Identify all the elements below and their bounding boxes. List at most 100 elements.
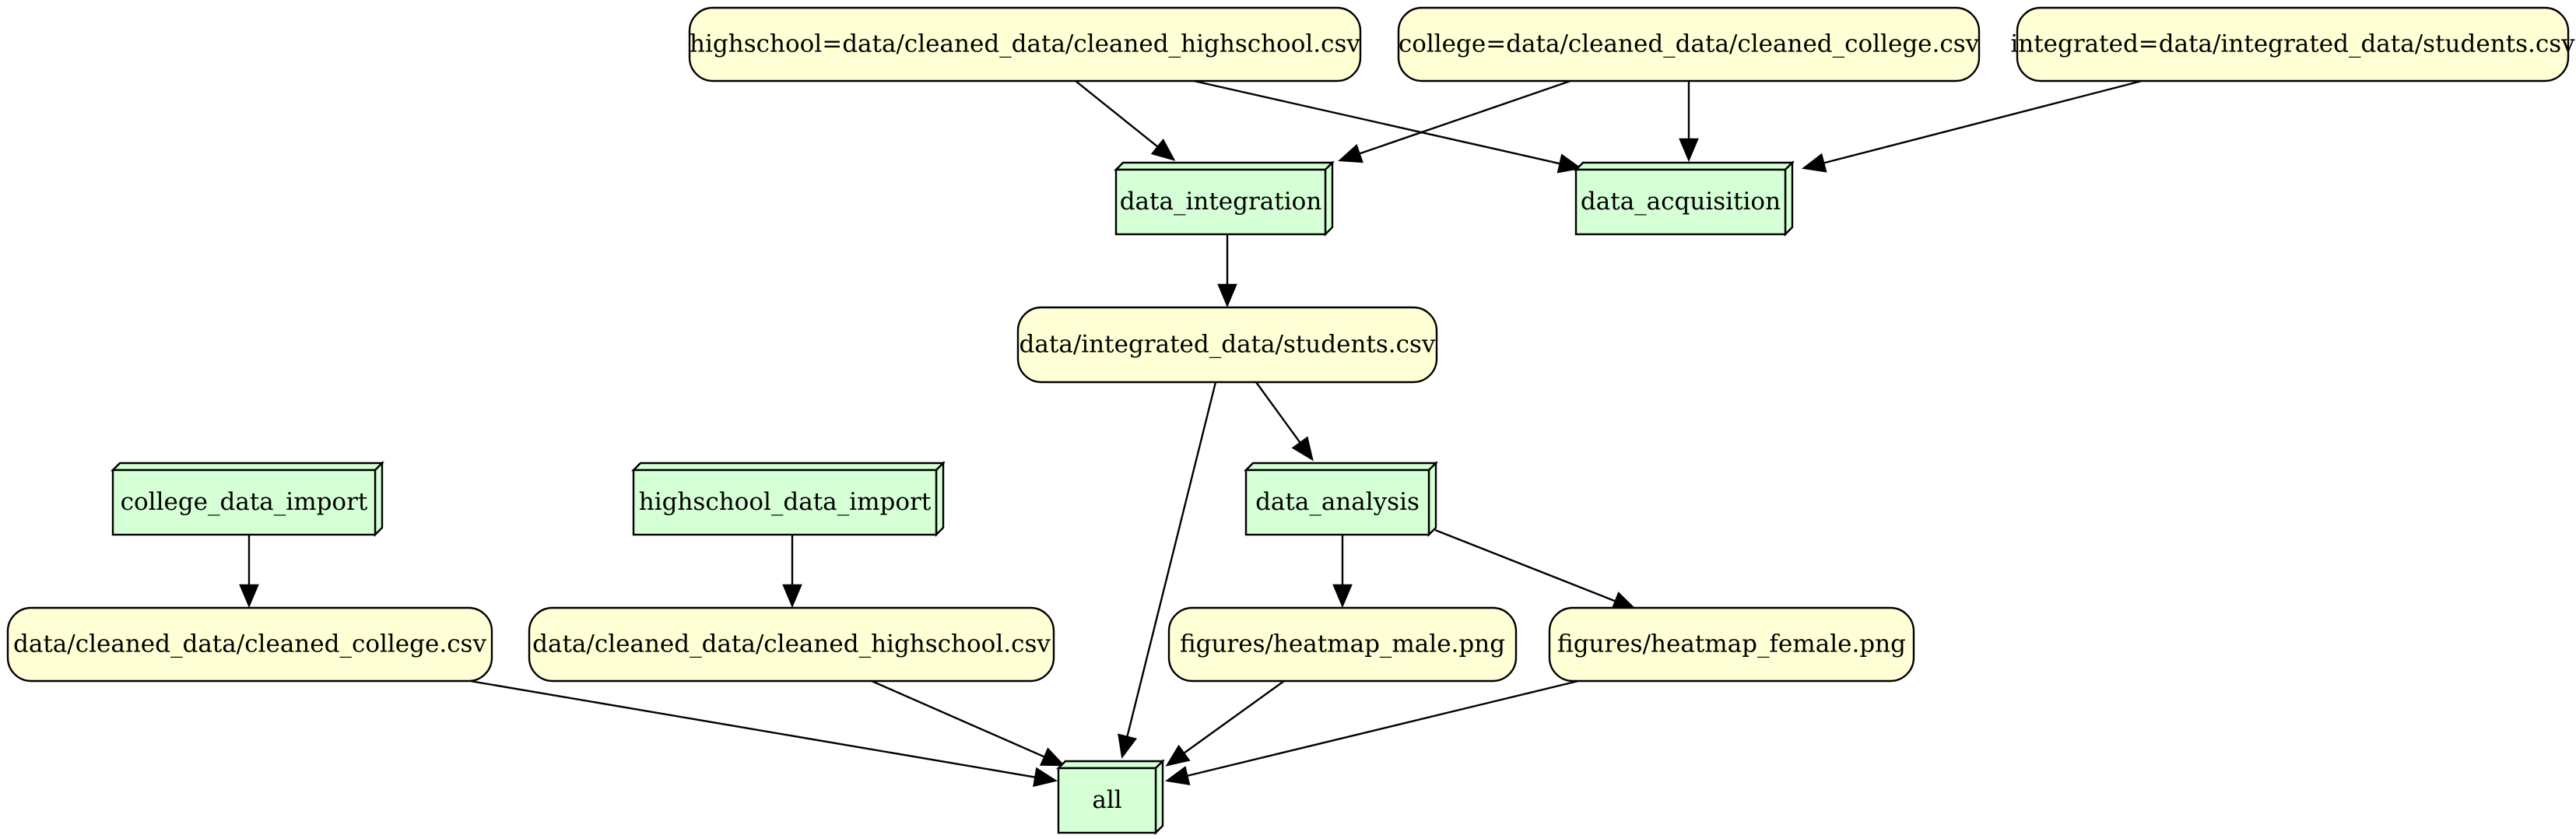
edge-line xyxy=(871,679,1045,758)
node-label: college_data_import xyxy=(121,488,368,516)
task-node-data-integration: data_integration xyxy=(1114,160,1335,237)
box-front-face xyxy=(632,469,938,536)
box-side-face xyxy=(1324,160,1334,237)
edge-line xyxy=(469,679,1036,778)
node-label: highschool=data/cleaned_data/cleaned_hig… xyxy=(690,30,1360,58)
box-top-face xyxy=(1114,161,1335,171)
edge-line xyxy=(1359,79,1571,155)
node-label: data_acquisition xyxy=(1581,188,1781,216)
nodes-layer: highschool=data/cleaned_data/cleaned_hig… xyxy=(6,6,2575,835)
edge-line xyxy=(1186,679,1579,778)
box-top-face xyxy=(631,462,946,472)
arrowhead-icon xyxy=(1802,153,1827,173)
edge-line xyxy=(1255,381,1301,444)
edge-college-param-to-data-acquisition xyxy=(1679,81,1699,163)
edge-heatmap-male-to-all xyxy=(1165,680,1285,767)
box-side-face xyxy=(1427,461,1437,537)
arrowhead-icon xyxy=(782,584,802,609)
file-node-shape xyxy=(6,606,493,683)
file-node-college-param: college=data/cleaned_data/cleaned_colleg… xyxy=(1397,6,1981,82)
edge-highschool-data-import-to-cleaned-highschool xyxy=(782,535,802,609)
file-node-shape xyxy=(688,6,1362,82)
edge-hs-param-to-data-integration xyxy=(1075,80,1176,161)
edge-line xyxy=(1075,80,1159,148)
arrowhead-icon xyxy=(1118,733,1138,759)
node-label: figures/heatmap_female.png xyxy=(1557,630,1906,658)
file-node-shape xyxy=(1397,6,1981,82)
box-front-face xyxy=(1574,168,1787,236)
arrowhead-icon xyxy=(1556,153,1583,174)
node-label: data_analysis xyxy=(1255,488,1420,516)
task-node-data-acquisition: data_acquisition xyxy=(1574,160,1795,237)
arrowhead-icon xyxy=(1338,144,1363,163)
file-node-shape xyxy=(1548,606,1915,683)
node-label: highschool_data_import xyxy=(639,488,932,516)
file-node-hs-param: highschool=data/cleaned_data/cleaned_hig… xyxy=(688,6,1362,82)
node-label: data/cleaned_data/cleaned_college.csv xyxy=(13,630,486,658)
arrowhead-icon xyxy=(1165,766,1191,786)
arrowhead-icon xyxy=(1033,767,1058,788)
edge-integrated-param-to-data-acquisition xyxy=(1802,79,2143,173)
arrowhead-icon xyxy=(1217,283,1237,308)
file-node-heatmap-female: figures/heatmap_female.png xyxy=(1548,606,1915,683)
edge-line xyxy=(1823,79,2143,164)
box-side-face xyxy=(374,461,384,537)
arrowhead-icon xyxy=(1332,584,1353,609)
task-node-all: all xyxy=(1056,759,1165,835)
box-front-face xyxy=(1114,168,1327,236)
file-node-shape xyxy=(2016,6,2570,82)
task-node-data-analysis: data_analysis xyxy=(1244,461,1438,537)
edge-line xyxy=(1193,79,1560,165)
node-label: data_integration xyxy=(1120,188,1322,216)
edge-students-csv-to-all xyxy=(1118,381,1217,759)
box-front-face xyxy=(1244,469,1430,536)
task-node-college-data-import: college_data_import xyxy=(111,461,384,537)
edge-college-param-to-data-integration xyxy=(1338,79,1571,163)
node-label: college=data/cleaned_data/cleaned_colleg… xyxy=(1399,30,1980,58)
node-label: figures/heatmap_male.png xyxy=(1180,630,1505,658)
edges-layer xyxy=(239,79,2143,788)
arrowhead-icon xyxy=(239,584,259,609)
edge-heatmap-female-to-all xyxy=(1165,679,1579,786)
box-top-face xyxy=(1574,161,1795,171)
node-label: data/cleaned_data/cleaned_highschool.csv xyxy=(532,630,1051,658)
task-node-highschool-data-import: highschool_data_import xyxy=(631,461,946,537)
arrowhead-icon xyxy=(1610,592,1637,610)
box-front-face xyxy=(111,469,377,536)
arrowhead-icon xyxy=(1150,138,1176,161)
box-side-face xyxy=(1154,759,1164,835)
arrowhead-icon xyxy=(1039,747,1065,767)
box-top-face xyxy=(111,462,384,472)
edge-data-integration-to-students-csv xyxy=(1217,234,1237,308)
edge-cleaned-highschool-to-all xyxy=(871,679,1065,767)
node-label: all xyxy=(1092,786,1121,814)
file-node-integrated-param: integrated=data/integrated_data/students… xyxy=(2010,6,2575,82)
edge-line xyxy=(1183,680,1285,754)
file-node-heatmap-male: figures/heatmap_male.png xyxy=(1167,606,1518,683)
arrowhead-icon xyxy=(1165,744,1191,767)
edge-line xyxy=(1126,381,1217,738)
box-side-face xyxy=(1784,160,1794,237)
file-node-cleaned-highschool: data/cleaned_data/cleaned_highschool.csv xyxy=(528,606,1055,683)
edge-college-data-import-to-cleaned-college xyxy=(239,535,259,609)
edge-hs-param-to-data-acquisition xyxy=(1193,79,1583,174)
edge-cleaned-college-to-all xyxy=(469,679,1058,788)
file-node-cleaned-college: data/cleaned_data/cleaned_college.csv xyxy=(6,606,493,683)
box-side-face xyxy=(935,461,945,537)
box-top-face xyxy=(1244,462,1438,472)
arrowhead-icon xyxy=(1679,138,1699,163)
file-node-shape xyxy=(1167,606,1518,683)
node-label: integrated=data/integrated_data/students… xyxy=(2010,30,2575,58)
box-front-face xyxy=(1057,767,1157,834)
edge-students-csv-to-data-analysis xyxy=(1255,381,1314,462)
file-node-shape xyxy=(528,606,1055,683)
edge-data-analysis-to-heatmap-female xyxy=(1434,528,1637,610)
arrowhead-icon xyxy=(1291,436,1314,462)
edge-data-analysis-to-heatmap-male xyxy=(1332,535,1353,609)
file-node-shape xyxy=(1016,306,1438,384)
file-node-students-csv: data/integrated_data/students.csv xyxy=(1016,306,1438,384)
edge-line xyxy=(1434,528,1616,602)
box-top-face xyxy=(1056,760,1165,770)
node-label: data/integrated_data/students.csv xyxy=(1020,331,1436,359)
